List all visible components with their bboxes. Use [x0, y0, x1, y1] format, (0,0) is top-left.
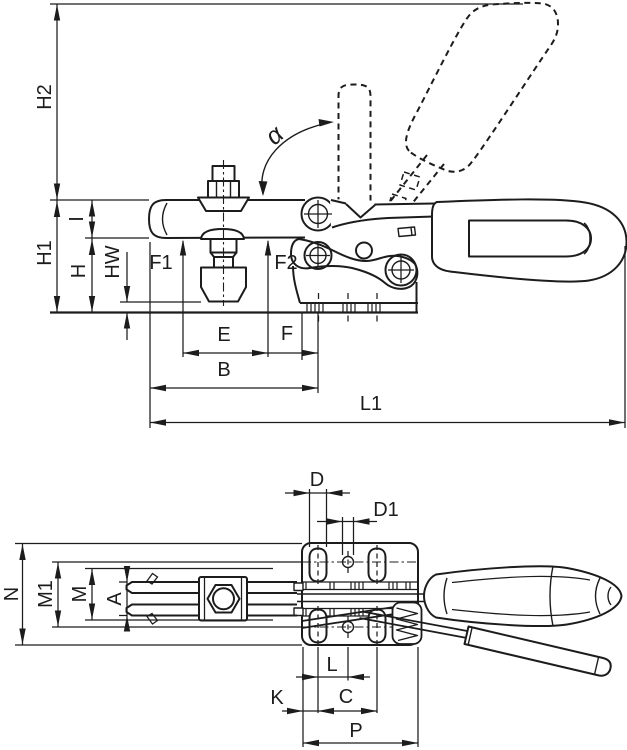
dim-label-alpha: α — [260, 120, 290, 151]
side-dimensions: H2 H1 I H HW F1 F2 α E F B L1 — [34, 3, 626, 428]
dim-label-d: D — [310, 469, 324, 491]
mounting-slots-holes — [308, 545, 387, 645]
dim-label-h1: H1 — [34, 240, 56, 266]
dim-label-l1: L1 — [360, 393, 382, 415]
dim-label-m: M — [69, 586, 91, 603]
handle-rod-plan — [359, 610, 471, 639]
dim-label-f: F — [281, 323, 293, 345]
spindle-washer-dome — [200, 228, 245, 240]
dim-label-a: A — [104, 592, 126, 606]
dim-label-i: I — [66, 216, 88, 222]
dim-label-f1: F1 — [149, 252, 172, 274]
hex-nut-facets — [215, 181, 232, 198]
clamp-bar — [148, 199, 306, 239]
dim-label-d1: D1 — [373, 499, 399, 521]
handle-grip-cutout — [468, 219, 592, 258]
plate-serration-strips — [303, 581, 417, 617]
spring-coil — [395, 607, 419, 642]
hub-slot-mark — [397, 226, 417, 238]
handle-open-outline — [404, 1, 559, 173]
base-riser — [292, 265, 418, 312]
spindle-block-plan — [198, 576, 248, 622]
dim-label-l: L — [326, 654, 337, 676]
bar-slot-shaft-lines — [297, 593, 425, 603]
dim-label-h: H — [68, 264, 90, 278]
plan-view: N M1 M A D D1 L K C P — [1, 469, 623, 747]
handle-grip-diagonal — [463, 625, 612, 677]
dim-label-e: E — [217, 324, 230, 346]
dim-label-b: B — [217, 359, 230, 381]
dim-label-hw: HW — [102, 245, 124, 278]
handle-closed — [430, 198, 627, 283]
bar-entry-tabs — [293, 582, 304, 617]
pivot-rivets — [303, 200, 418, 287]
clamp-bar-fill — [149, 200, 305, 238]
arrowheads-plan — [19, 489, 418, 747]
clamp-bar-end-arc — [161, 202, 168, 236]
handle-grip-plan — [423, 565, 623, 628]
dim-label-k: K — [270, 687, 284, 709]
side-view: H2 H1 I H HW F1 F2 α E F B L1 — [34, 1, 627, 428]
plunger-seat-notch — [345, 203, 376, 219]
dim-label-f2: F2 — [274, 252, 297, 274]
grip-diagonal-details — [467, 627, 600, 675]
handle-cutout-inner-arc — [583, 222, 591, 255]
dim-label-p: P — [349, 720, 362, 742]
lower-link-plate — [290, 238, 419, 290]
dim-label-n: N — [1, 587, 23, 601]
dim-label-h2: H2 — [34, 84, 56, 110]
base-plate-side — [50, 293, 418, 323]
plunger-rod-dashed — [337, 83, 372, 209]
lever-arm-top-edge — [330, 199, 435, 206]
arrowheads-side — [53, 4, 625, 426]
dim-label-m1: M1 — [35, 580, 57, 608]
base-serrations — [306, 303, 381, 312]
plan-dimensions: N M1 M A D D1 L K C P — [1, 469, 419, 747]
spindle-flange — [197, 196, 250, 212]
lever-arm-bottom-edge — [331, 215, 435, 229]
dim-label-c: C — [339, 686, 353, 708]
